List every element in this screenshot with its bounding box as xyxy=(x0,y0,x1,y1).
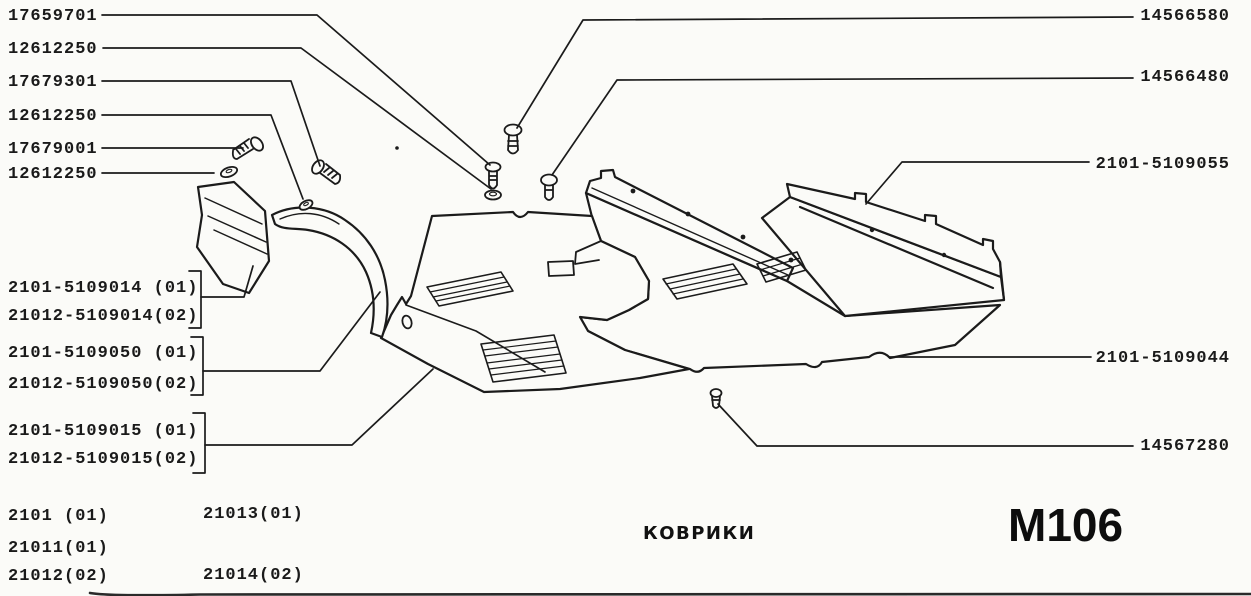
applicability-21011: 21011(01) xyxy=(8,539,109,558)
washer-vertical xyxy=(484,189,502,201)
screw-tilted-right xyxy=(311,159,342,185)
group2-variant-01: 2101-5109050 (01) xyxy=(8,344,199,363)
front-mat-drawing xyxy=(379,210,691,394)
tunnel-mat-drawing xyxy=(270,206,389,339)
callout-fastener-6: 12612250 xyxy=(8,165,98,184)
screw-tilted-left xyxy=(231,136,264,160)
leader-lines xyxy=(101,14,1134,447)
push-pin-bottom xyxy=(709,388,723,409)
callout-part-14567280: 14567280 xyxy=(1140,437,1230,456)
heel-pads xyxy=(426,251,807,383)
callout-part-14566580: 14566580 xyxy=(1140,7,1230,26)
sheet-code: M106 xyxy=(1008,499,1124,551)
callout-fastener-3: 17679301 xyxy=(8,73,98,92)
applicability-21013: 21013(01) xyxy=(203,505,304,524)
callout-fastener-5: 17679001 xyxy=(8,140,98,159)
shelf-mat-drawing xyxy=(760,182,1006,318)
callout-fastener-4: 12612250 xyxy=(8,107,98,126)
callout-part-14566480: 14566480 xyxy=(1140,68,1230,87)
washer-tilted-left xyxy=(219,165,239,179)
applicability-21014: 21014(02) xyxy=(203,566,304,585)
applicability-21012: 21012(02) xyxy=(8,567,109,586)
print-speck xyxy=(395,146,399,150)
rear-mat-front-wall xyxy=(584,168,795,283)
group3-variant-01: 2101-5109015 (01) xyxy=(8,422,199,441)
page-edge xyxy=(88,591,1251,596)
callout-fastener-2: 12612250 xyxy=(8,40,98,59)
callout-fastener-1: 17659701 xyxy=(8,7,98,26)
screw-vertical xyxy=(484,161,502,190)
push-pin-mid xyxy=(540,173,558,201)
group2-variant-02: 21012-5109050(02) xyxy=(8,375,199,394)
applicability-2101: 2101 (01) xyxy=(8,507,109,526)
side-mat-drawing xyxy=(195,180,271,295)
group1-variant-01: 2101-5109014 (01) xyxy=(8,279,199,298)
callout-part-2101-5109044: 2101-5109044 xyxy=(1095,349,1230,368)
push-pin-top xyxy=(503,123,523,155)
group3-variant-02: 21012-5109015(02) xyxy=(8,450,199,469)
group-brackets xyxy=(188,265,434,474)
washer-tilted-right xyxy=(298,199,314,211)
callout-part-2101-5109055: 2101-5109055 xyxy=(1095,155,1230,174)
page-title: КОВРИКИ xyxy=(643,523,756,544)
group1-variant-02: 21012-5109014(02) xyxy=(8,307,199,326)
